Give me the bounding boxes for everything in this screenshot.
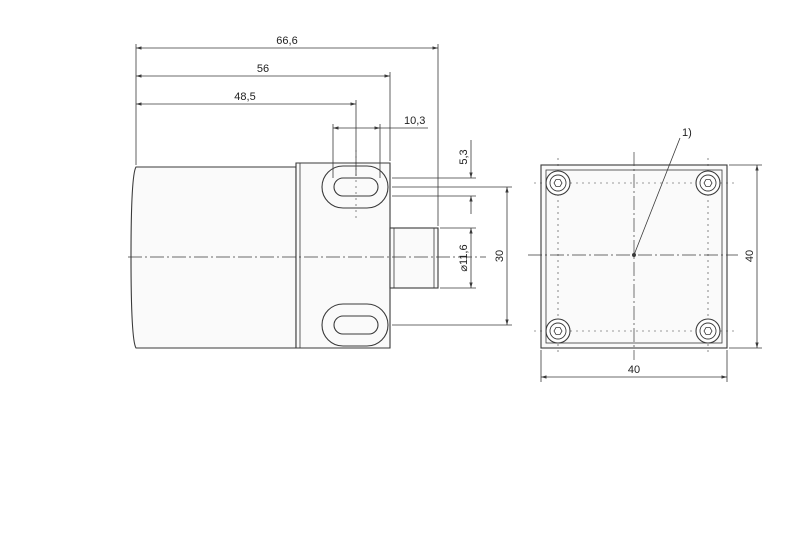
callout-label: 1) [682, 127, 692, 139]
screw-top-left [545, 170, 571, 196]
front-view: 1) 40 40 [528, 127, 762, 382]
dim-length-56: 56 [257, 63, 269, 75]
dim-length-48-5: 48,5 [234, 91, 255, 103]
housing-body [130, 166, 297, 349]
dim-slot-width: 10,3 [404, 115, 425, 127]
callout-leader [633, 137, 681, 256]
dim-front-height: 40 [744, 250, 756, 262]
mounting-flange [295, 162, 391, 349]
screw-bottom-left [545, 318, 571, 344]
dim-slot-height: 5,3 [458, 149, 470, 164]
shaft [389, 227, 439, 289]
upper-mounting-slot [321, 150, 389, 220]
screw-top-right [695, 170, 721, 196]
dim-front-width: 40 [628, 364, 640, 376]
screw-bottom-right [695, 318, 721, 344]
side-view: 66,6 56 48,5 10,3 5,3 ⌀11,6 30 [128, 35, 512, 349]
dim-shaft-diameter: ⌀11,6 [458, 244, 470, 271]
dim-slot-spacing: 30 [494, 250, 506, 262]
dim-overall-length: 66,6 [276, 35, 297, 47]
lower-mounting-slot [321, 303, 389, 347]
